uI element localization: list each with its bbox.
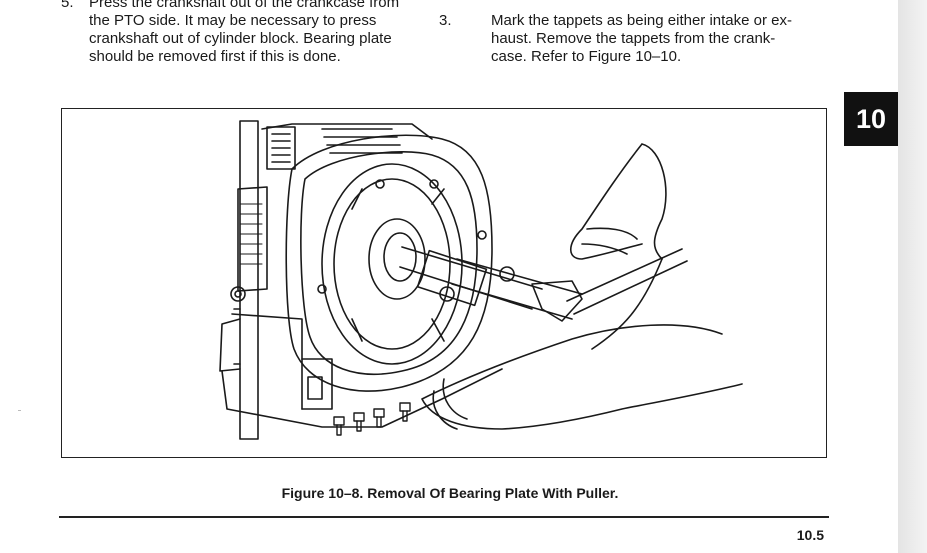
footer-rule [59,516,829,518]
right-text-column: 3. Mark the tappets as being either inta… [439,12,844,66]
figure-frame [61,108,827,458]
right-line-1: Mark the tappets as being either intake … [491,12,792,29]
left-line-4: should be removed first if this is done. [89,48,341,65]
bolts [333,402,411,436]
page-number: 10.5 [796,527,824,543]
bearing-plate-puller-illustration [219,120,743,440]
scan-speck [18,410,21,411]
left-line-1: Press the crankshaft out of the crankcas… [89,0,400,11]
section-tab: 10 [844,92,898,146]
page-edge-shadow [898,0,927,553]
step-number-right: 3. [439,12,452,29]
step-number-left: 5. [61,0,74,11]
left-line-2: the PTO side. It may be necessary to pre… [89,12,377,29]
left-line-3: crankshaft out of cylinder block. Bearin… [89,30,392,47]
left-text-column: 5. Press the crankshaft out of the crank… [61,0,449,66]
right-line-3: case. Refer to Figure 10–10. [491,48,682,65]
right-line-2: haust. Remove the tappets from the crank… [491,30,776,47]
figure-caption: Figure 10–8. Removal Of Bearing Plate Wi… [281,485,619,501]
